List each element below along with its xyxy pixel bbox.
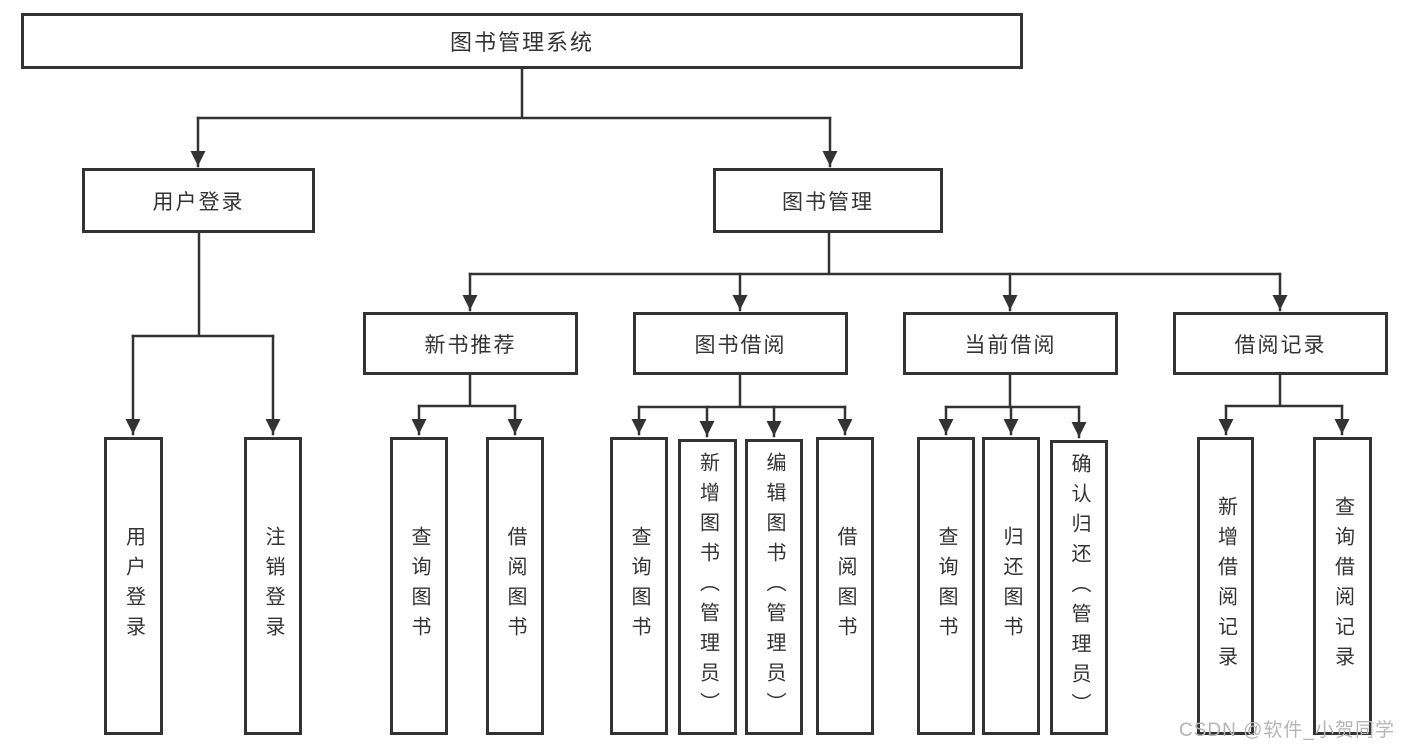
leaf-query-borrow-record: 查询借阅记录 <box>1313 437 1372 735</box>
leaf-borrow-books-recommend: 借阅图书 <box>486 437 544 735</box>
leaf-query-books-recommend: 查询图书 <box>390 437 448 735</box>
node-current-borrow: 当前借阅 <box>903 312 1118 375</box>
leaf-query-books-borrow: 查询图书 <box>610 437 668 735</box>
node-book-borrow: 图书借阅 <box>633 312 848 375</box>
node-borrow-records: 借阅记录 <box>1173 312 1388 375</box>
node-new-book-recommend: 新书推荐 <box>363 312 578 375</box>
leaf-return-books: 归还图书 <box>982 437 1040 735</box>
csdn-watermark: CSDN @软件_小贺同学 <box>1179 720 1395 741</box>
leaf-add-books-admin: 新增图书（管理员） <box>678 439 737 735</box>
node-user-login: 用户登录 <box>82 168 315 233</box>
leaf-borrow-books: 借阅图书 <box>816 437 874 735</box>
leaf-user-login: 用户登录 <box>104 437 163 735</box>
leaf-edit-books-admin: 编辑图书（管理员） <box>745 439 803 735</box>
leaf-add-borrow-record: 新增借阅记录 <box>1197 437 1254 735</box>
leaf-logout: 注销登录 <box>244 437 302 735</box>
leaf-query-books-current: 查询图书 <box>917 437 975 735</box>
leaf-confirm-return-admin: 确认归还（管理员） <box>1050 440 1108 735</box>
node-library-management-system: 图书管理系统 <box>21 13 1023 69</box>
node-book-management: 图书管理 <box>713 168 943 233</box>
